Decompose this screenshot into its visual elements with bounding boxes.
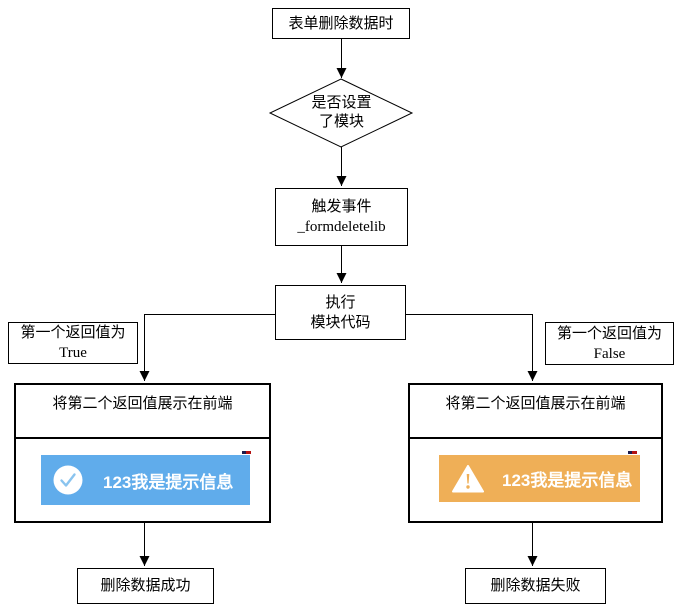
node-execute-module: 执行 模块代码	[275, 285, 406, 340]
node-display-frontend-failure: 将第二个返回值展示在前端	[408, 383, 663, 523]
display-frontend-success-title: 将第二个返回值展示在前端	[16, 385, 269, 439]
node-start: 表单删除数据时	[272, 8, 410, 39]
node-decision-label: 是否设置 了模块	[311, 95, 372, 130]
label-return-false: 第一个返回值为 False	[545, 322, 674, 365]
warning-triangle-icon	[452, 464, 484, 493]
connector-execute-left	[139, 314, 275, 381]
toast-success-corner-mark	[242, 451, 251, 454]
check-circle-icon	[53, 465, 83, 495]
node-end-success: 删除数据成功	[77, 568, 214, 604]
toast-success-text: 123我是提示信息	[103, 472, 234, 492]
node-trigger-event: 触发事件 _formdeletelib	[275, 188, 408, 246]
toast-warning-corner-mark	[628, 451, 637, 454]
toast-warning: 123我是提示信息	[439, 455, 640, 502]
node-end-failure: 删除数据失败	[465, 568, 606, 604]
decision-diamond-shape	[268, 78, 414, 148]
display-frontend-failure-title: 将第二个返回值展示在前端	[410, 385, 661, 439]
toast-success: 123我是提示信息	[41, 455, 250, 505]
label-return-true: 第一个返回值为 True	[8, 322, 138, 364]
toast-warning-text: 123我是提示信息	[502, 471, 633, 490]
connector-execute-right	[406, 314, 538, 381]
